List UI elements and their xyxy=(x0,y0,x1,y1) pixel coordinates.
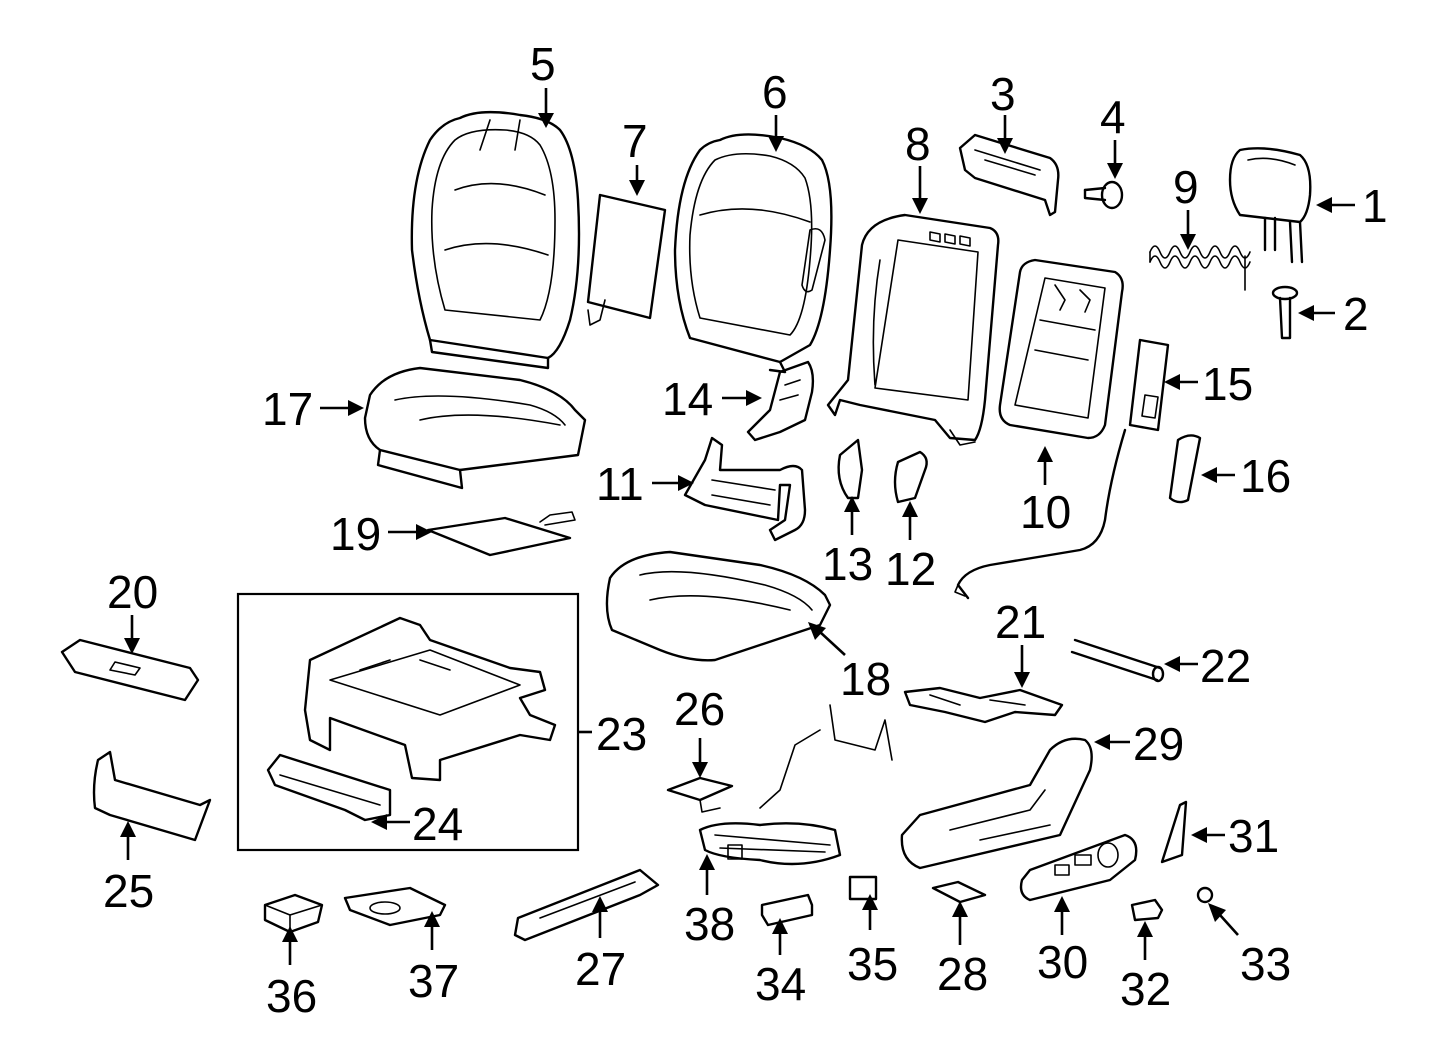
part-2-guide xyxy=(1271,285,1299,340)
part-27-cover xyxy=(513,868,660,942)
part-29-side-shield xyxy=(900,737,1093,870)
part-10-back-panel xyxy=(998,258,1124,440)
part-31-trim xyxy=(1160,800,1188,864)
callout-26: 26 xyxy=(674,683,725,735)
part-21-support xyxy=(903,686,1064,724)
part-5-seatback-cover xyxy=(410,110,581,370)
callout-22: 22 xyxy=(1200,640,1251,692)
part-13-cover xyxy=(837,438,864,500)
part-20-tray xyxy=(60,638,200,702)
part-35-box xyxy=(848,875,878,901)
part-15-module xyxy=(954,338,1170,600)
part-11-frame xyxy=(683,436,807,542)
callout-4: 4 xyxy=(1100,91,1126,143)
part-8-seatback-frame xyxy=(826,213,1000,446)
part-19-heater-pad xyxy=(426,511,576,557)
callout-25: 25 xyxy=(103,865,154,917)
callout-8: 8 xyxy=(905,118,931,170)
callout-35: 35 xyxy=(847,938,898,990)
part-33-ring xyxy=(1196,886,1214,904)
part-28-pad xyxy=(931,880,987,904)
callout-29: 29 xyxy=(1133,718,1184,770)
callout-18: 18 xyxy=(840,653,891,705)
callout-20: 20 xyxy=(107,566,158,618)
callout-24: 24 xyxy=(412,798,463,850)
callout-13: 13 xyxy=(822,538,873,590)
callout-7: 7 xyxy=(622,115,648,167)
callout-34: 34 xyxy=(755,958,806,1010)
part-37-bracket xyxy=(343,886,447,927)
callout-labels: 1 2 3 4 5 6 7 8 9 10 11 12 13 14 15 16 1… xyxy=(103,38,1388,1022)
callout-6: 6 xyxy=(762,66,788,118)
part-7-heater-pad xyxy=(586,193,667,326)
callout-5: 5 xyxy=(530,38,556,90)
part-30-switch-bezel xyxy=(1019,833,1138,902)
callout-10: 10 xyxy=(1020,486,1071,538)
callout-31: 31 xyxy=(1228,810,1279,862)
callout-33: 33 xyxy=(1240,938,1291,990)
part-23-adjuster-box xyxy=(236,592,580,852)
part-3-bracket xyxy=(958,133,1060,217)
callout-27: 27 xyxy=(575,943,626,995)
callout-37: 37 xyxy=(408,955,459,1007)
callout-14: 14 xyxy=(662,373,713,425)
part-25-side-panel xyxy=(92,750,212,842)
part-9-spring xyxy=(1149,245,1251,291)
part-32-box xyxy=(1130,898,1164,922)
callout-36: 36 xyxy=(266,970,317,1022)
callout-17: 17 xyxy=(262,383,313,435)
callout-3: 3 xyxy=(990,68,1016,120)
callout-21: 21 xyxy=(995,596,1046,648)
part-26-clip xyxy=(666,776,734,813)
part-18-cushion xyxy=(605,550,832,662)
part-16-trim xyxy=(1168,434,1202,504)
part-38-harness xyxy=(698,704,893,866)
callout-16: 16 xyxy=(1240,450,1291,502)
part-22-rod xyxy=(1070,638,1165,683)
part-4-push-pin xyxy=(1083,180,1124,210)
callout-11: 11 xyxy=(596,458,644,510)
part-24-bracket xyxy=(266,753,392,822)
callout-19: 19 xyxy=(330,508,381,560)
callout-1: 1 xyxy=(1362,180,1388,232)
part-17-cushion-cover xyxy=(363,366,587,490)
part-6-seatback-cover xyxy=(673,133,833,374)
part-34-box xyxy=(760,893,814,927)
callout-2: 2 xyxy=(1343,288,1369,340)
callout-23: 23 xyxy=(596,708,647,760)
part-14-bracket xyxy=(746,360,815,442)
part-12-cover xyxy=(893,450,928,504)
callout-38: 38 xyxy=(684,898,735,950)
callout-15: 15 xyxy=(1202,358,1253,410)
callout-30: 30 xyxy=(1037,936,1088,988)
callout-9: 9 xyxy=(1173,161,1199,213)
leader-lines xyxy=(120,88,1355,965)
part-1-headrest xyxy=(1228,147,1312,264)
callout-28: 28 xyxy=(937,948,988,1000)
callout-32: 32 xyxy=(1120,963,1171,1015)
callout-12: 12 xyxy=(885,543,936,595)
part-36-module xyxy=(263,893,324,934)
